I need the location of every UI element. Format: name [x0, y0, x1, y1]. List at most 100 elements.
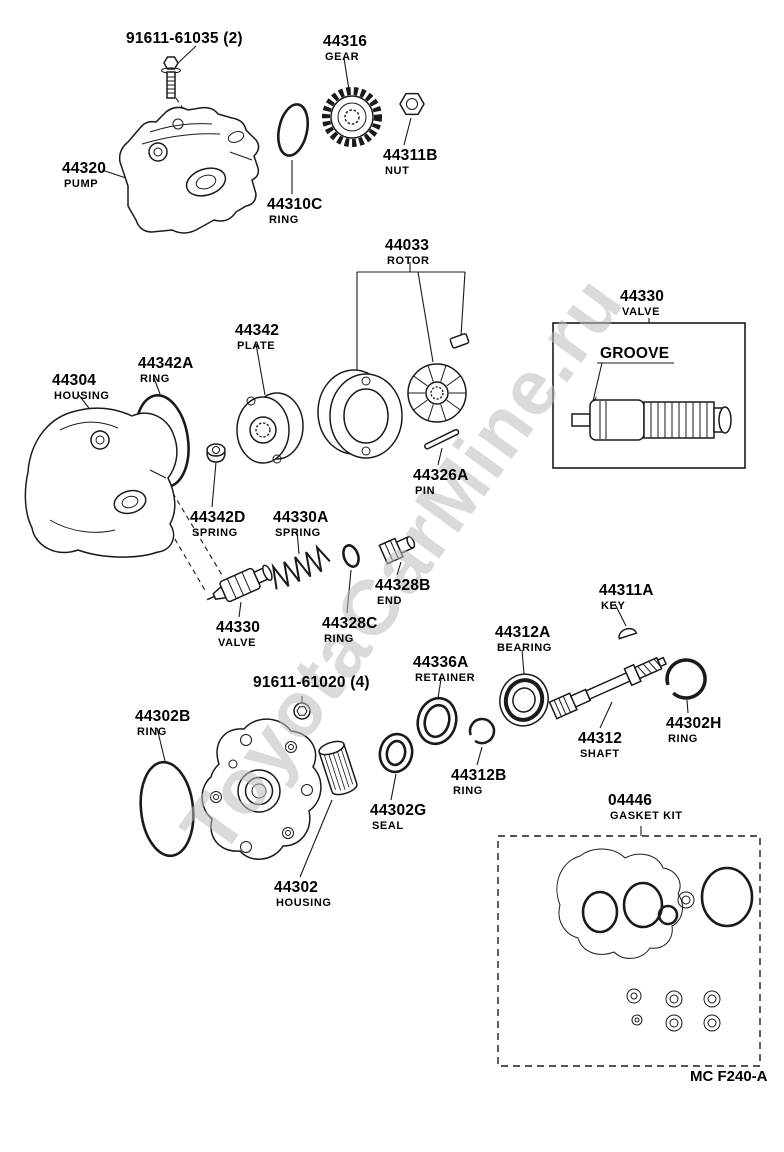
part-name: ROTOR: [387, 255, 430, 267]
part-name: VALVE: [218, 637, 257, 649]
label-ring-44312b: 44312B RING: [451, 767, 507, 797]
part-number: 91611-61035 (2): [126, 30, 243, 47]
part-name: RING: [324, 633, 354, 645]
bolt-top: [161, 56, 181, 99]
part-name: PIN: [415, 485, 436, 497]
label-housing-front: 44304 HOUSING: [52, 372, 110, 402]
label-gear: 44316 GEAR: [323, 33, 367, 63]
o-ring-44302b: [139, 760, 195, 858]
part-number: 44336A: [413, 654, 469, 671]
part-name: RING: [453, 785, 483, 797]
part-number: 44311A: [599, 582, 654, 599]
label-gasket-kit: 04446 GASKET KIT: [608, 792, 683, 822]
label-ring-44310c: 44310C RING: [267, 196, 323, 226]
valve-spring: [271, 544, 331, 590]
bearing: [499, 673, 549, 727]
part-name: END: [377, 595, 403, 607]
front-housing: [24, 407, 178, 558]
part-name: PLATE: [237, 340, 276, 352]
part-number: 44330A: [273, 509, 329, 526]
pump-plate: [236, 392, 304, 464]
part-name: RETAINER: [415, 672, 476, 684]
label-ring-44328c: 44328C RING: [322, 615, 378, 645]
part-name: NUT: [385, 165, 410, 177]
woodruff-key: [618, 627, 638, 640]
part-number: 44320: [62, 160, 107, 177]
part-name: SPRING: [275, 527, 321, 539]
label-bearing: 44312A BEARING: [495, 624, 552, 654]
part-number: 44330: [216, 619, 261, 636]
part-name: RING: [269, 214, 299, 226]
label-housing-rear: 44302 HOUSING: [274, 879, 332, 909]
part-number: 44302B: [135, 708, 191, 725]
part-number: 44330: [620, 288, 665, 305]
label-bolt-lower: 91611-61020 (4): [253, 674, 370, 691]
pump-body: [118, 106, 260, 234]
label-spring-44342d: 44342D SPRING: [190, 509, 246, 539]
part-number: 44304: [52, 372, 97, 389]
label-end-44328b: 44328B END: [375, 577, 431, 607]
part-name: HOUSING: [276, 897, 332, 909]
label-nut: 44311B NUT: [383, 147, 438, 177]
part-number: 44311B: [383, 147, 438, 164]
figure-code: MC F240-A: [690, 1068, 768, 1085]
retainer: [416, 696, 458, 746]
part-name: HOUSING: [54, 390, 110, 402]
part-name: BEARING: [497, 642, 552, 654]
part-number: 04446: [608, 792, 653, 809]
part-name: SEAL: [372, 820, 404, 832]
label-key: 44311A KEY: [599, 582, 654, 612]
valve-detail-box: [552, 322, 746, 469]
part-number: 44342: [235, 322, 280, 339]
part-name: RING: [137, 726, 167, 738]
snap-ring-44302h: [665, 658, 707, 700]
nut: [399, 92, 425, 116]
part-number: 44328C: [322, 615, 378, 632]
pin: [424, 428, 460, 450]
part-name: PUMP: [64, 178, 99, 190]
valve-end: [378, 535, 416, 565]
part-number: 44033: [385, 237, 430, 254]
rotor: [407, 363, 467, 423]
part-number: 44310C: [267, 196, 323, 213]
label-retainer: 44336A RETAINER: [413, 654, 475, 684]
bolt-lower: [293, 702, 311, 720]
label-spring-44330a: 44330A SPRING: [273, 509, 329, 539]
label-pin: 44326A PIN: [413, 467, 469, 497]
pump-shaft: [548, 656, 668, 720]
part-number: 44342D: [190, 509, 246, 526]
part-number: 44312: [578, 730, 623, 747]
label-plate: 44342 PLATE: [235, 322, 279, 352]
part-number: 44312A: [495, 624, 551, 641]
part-number: 44316: [323, 33, 368, 50]
ring-44328c: [342, 544, 360, 568]
label-valve-assy: 44330 VALVE: [620, 288, 664, 318]
gasket-kit-box: [497, 835, 761, 1067]
label-rotor: 44033 ROTOR: [385, 237, 430, 267]
oil-seal: [378, 732, 414, 774]
control-valve: [206, 564, 273, 603]
part-number: 44302: [274, 879, 319, 896]
part-name: SHAFT: [580, 748, 620, 760]
part-name: KEY: [601, 600, 626, 612]
part-name: GASKET KIT: [610, 810, 683, 822]
gear: [322, 87, 382, 147]
part-number: 44302G: [370, 802, 427, 819]
part-name: RING: [140, 373, 170, 385]
part-number: 44328B: [375, 577, 431, 594]
cam-ring: [317, 369, 403, 459]
part-number: 44326A: [413, 467, 469, 484]
label-ring-44302h: 44302H RING: [666, 715, 722, 745]
label-seal: 44302G SEAL: [370, 802, 426, 832]
vane: [449, 333, 470, 349]
rear-housing: [201, 718, 322, 860]
label-valve-44330: 44330 VALVE: [216, 619, 260, 649]
label-pump: 44320 PUMP: [62, 160, 106, 190]
o-ring-44310c: [276, 103, 310, 157]
part-number: 91611-61020 (4): [253, 674, 370, 691]
label-bolt-top: 91611-61035 (2): [126, 30, 243, 47]
part-number: 44302H: [666, 715, 722, 732]
part-name: SPRING: [192, 527, 238, 539]
part-name: VALVE: [622, 306, 661, 318]
